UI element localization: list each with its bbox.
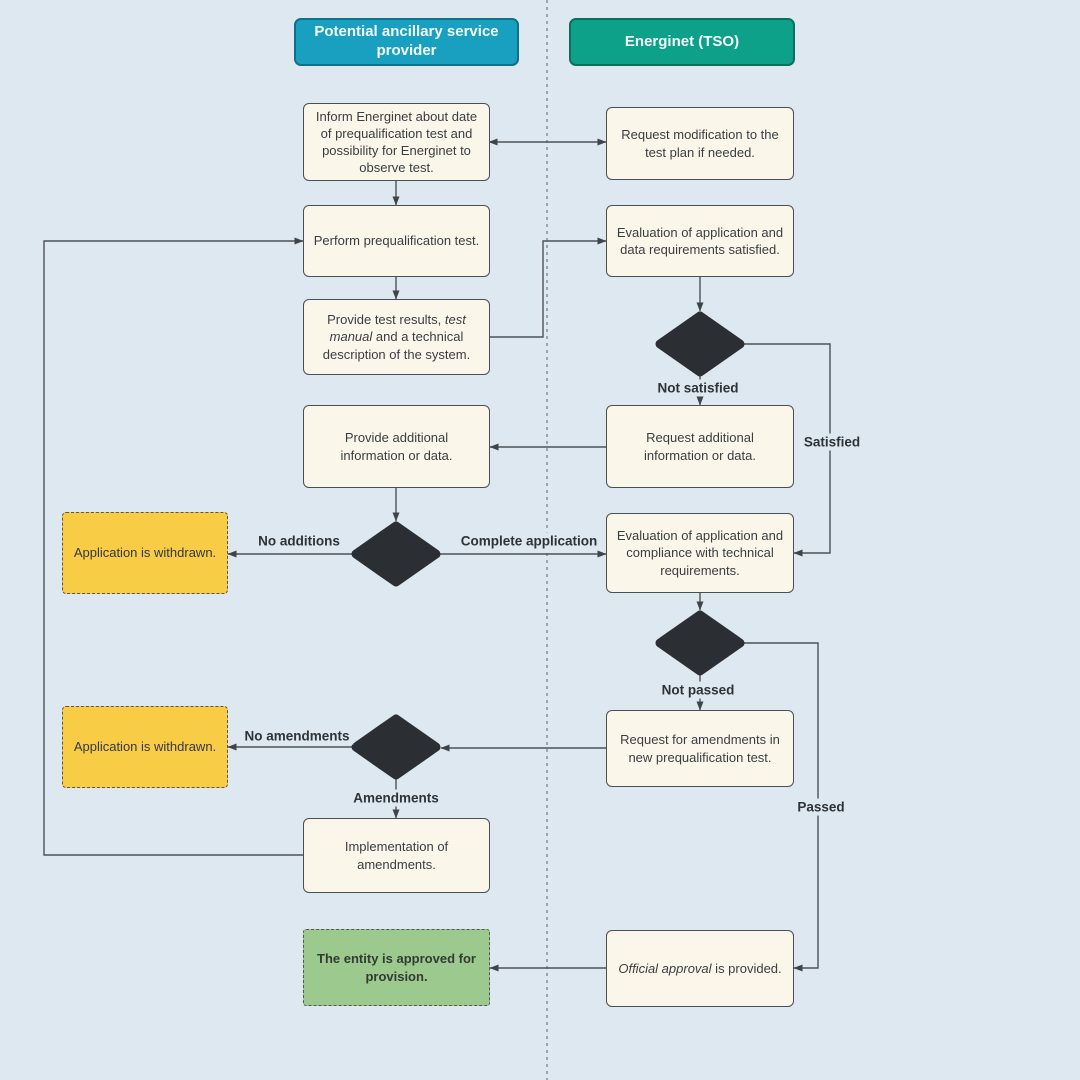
edge-provideresults-evaldata <box>489 237 607 338</box>
decision-diamonds <box>351 311 745 780</box>
node-evaluation-compliance: Evaluation of application and compliance… <box>606 513 794 593</box>
edge-label-passed: Passed <box>793 798 849 816</box>
edge-label-satisfied: Satisfied <box>799 433 865 451</box>
decision-diamond-data-satisfied <box>655 311 745 377</box>
node-request-modification: Request modification to the test plan if… <box>606 107 794 180</box>
node-request-additional-info: Request additional information or data. <box>606 405 794 488</box>
edge-label-not-passed: Not passed <box>657 681 739 699</box>
node-official-approval-text: Official approval is provided. <box>618 960 781 977</box>
terminal-application-withdrawn-1: Application is withdrawn. <box>62 512 228 594</box>
node-provide-test-results-text: Provide test results, test manual and a … <box>313 311 480 362</box>
node-provide-test-results: Provide test results, test manual and a … <box>303 299 490 375</box>
node-provide-additional-info: Provide additional information or data. <box>303 405 490 488</box>
provide-results-italic: test manual <box>329 312 466 345</box>
edge-label-no-additions: No additions <box>254 532 344 550</box>
node-official-approval: Official approval is provided. <box>606 930 794 1007</box>
decision-diamond-amendments <box>351 714 441 780</box>
decision-diamond-passed <box>655 610 745 676</box>
edge-label-amendments: Amendments <box>349 789 443 807</box>
terminal-entity-approved: The entity is approved for provision. <box>303 929 490 1006</box>
edge-label-complete-application: Complete application <box>456 532 602 550</box>
lane-header-provider: Potential ancillary service provider <box>294 18 519 66</box>
provide-results-prefix: Provide test results, <box>327 312 445 328</box>
official-approval-suffix: is provided. <box>711 960 782 976</box>
node-evaluation-data-requirements: Evaluation of application and data requi… <box>606 205 794 277</box>
edge-implementation-loop-perform <box>43 237 304 856</box>
node-implementation-amendments: Implementation of amendments. <box>303 818 490 893</box>
lane-header-tso: Energinet (TSO) <box>569 18 795 66</box>
provide-results-suffix: and a technical description of the syste… <box>322 329 471 362</box>
official-approval-italic: Official approval <box>618 960 712 976</box>
edge-label-not-satisfied: Not satisfied <box>653 379 743 397</box>
edge-label-no-amendments: No amendments <box>240 727 354 745</box>
node-request-amendments: Request for amendments in new prequalifi… <box>606 710 794 787</box>
node-perform-test: Perform prequalification test. <box>303 205 490 277</box>
node-inform-energinet: Inform Energinet about date of prequalif… <box>303 103 490 181</box>
terminal-application-withdrawn-2: Application is withdrawn. <box>62 706 228 788</box>
decision-diamond-additions <box>351 521 441 587</box>
